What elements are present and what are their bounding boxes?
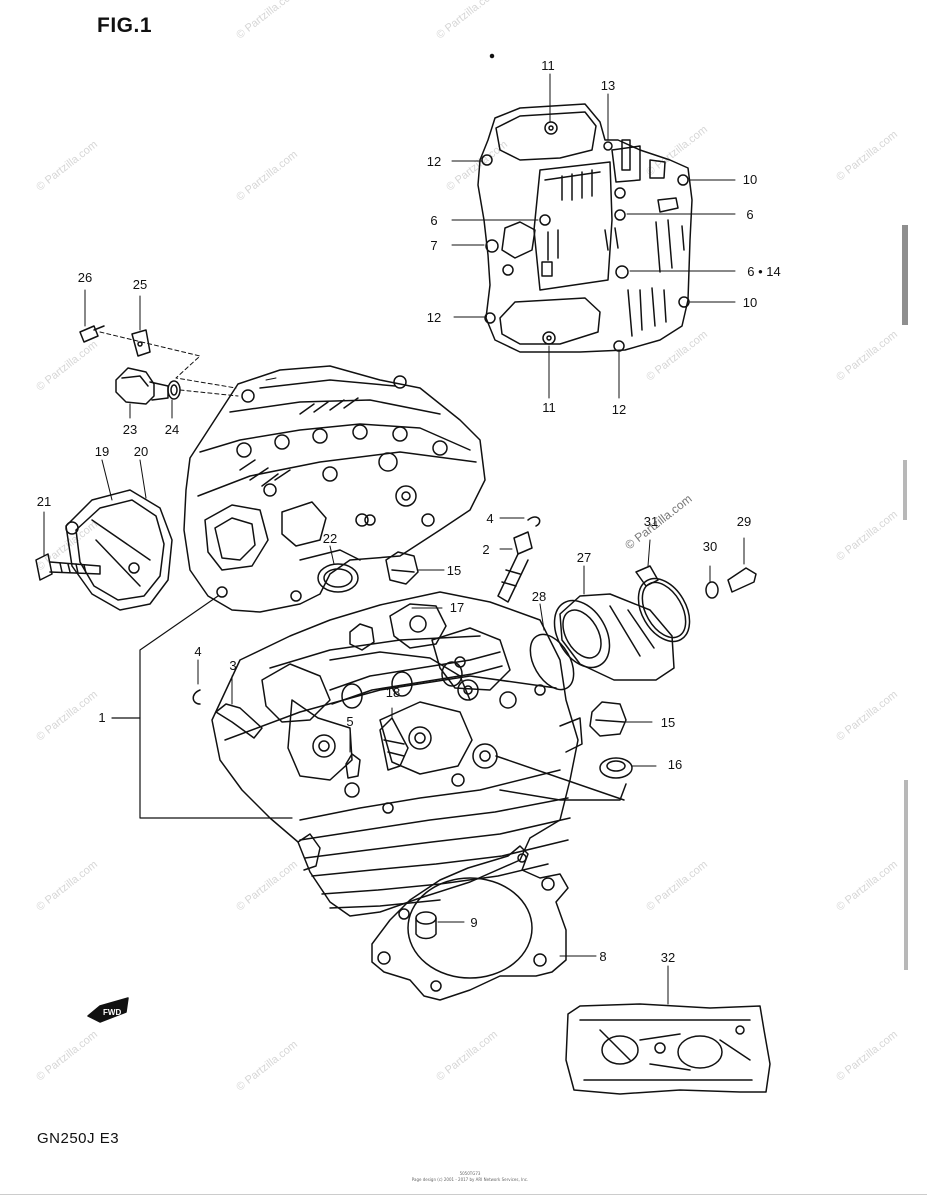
callout-24: 24: [165, 422, 179, 437]
callout-30: 30: [703, 539, 717, 554]
part-stud-3: [215, 675, 263, 739]
callout-6-14: 6 • 14: [747, 264, 780, 279]
callout-15-right: 15: [661, 715, 675, 730]
callout-1: 1: [98, 710, 105, 725]
scan-edge-mark: [0, 1194, 927, 1195]
callout-3: 3: [229, 658, 236, 673]
model-code: GN250J E3: [37, 1130, 120, 1147]
callout-21: 21: [37, 494, 51, 509]
part-oring-28: [529, 603, 575, 691]
fwd-label: FWD: [103, 1008, 121, 1017]
part-washer-16: [599, 757, 657, 779]
callout-2: 2: [482, 542, 489, 557]
cylinder-head-lower: [211, 591, 627, 917]
part-intake-pipe-27: [553, 565, 675, 681]
part-bolt-21: [35, 553, 101, 581]
callout-20: 20: [134, 444, 148, 459]
callout-27: 27: [577, 550, 591, 565]
scan-edge-mark: [904, 780, 908, 970]
callout-25: 25: [133, 277, 147, 292]
callout-18: 18: [386, 685, 400, 700]
part-cover-19-20: [65, 489, 173, 611]
dashed-guide: [179, 389, 239, 397]
part-seal-22: [317, 545, 359, 593]
figure-title: FIG.1: [97, 14, 153, 37]
callout-7: 7: [430, 238, 437, 253]
callout-labels: 1 2 3 4 4 5 6 6 6 • 14 7 8 9 10 10 11 11…: [37, 58, 781, 965]
part-bolt-26: [79, 325, 105, 343]
callout-17: 17: [450, 600, 464, 615]
callout-15-top: 15: [447, 563, 461, 578]
leader-lines-misc: [265, 377, 445, 571]
callout-4-left: 4: [194, 644, 201, 659]
callout-19: 19: [95, 444, 109, 459]
dashed-guide: [99, 331, 237, 389]
part-dowel-9: [415, 911, 465, 940]
callout-8: 8: [599, 949, 606, 964]
callout-10-bottom: 10: [743, 295, 757, 310]
part-washer-30: [705, 565, 719, 599]
callout-13: 13: [601, 78, 615, 93]
callout-4-top: 4: [486, 511, 493, 526]
leader-lines-small: [84, 289, 173, 419]
part-clip-4-left: [192, 659, 201, 705]
part-oring-24: [167, 380, 181, 400]
callout-23: 23: [123, 422, 137, 437]
callout-28: 28: [532, 589, 546, 604]
callout-26: 26: [78, 270, 92, 285]
part-1-bracket: [111, 595, 293, 819]
part-gasket-8: [371, 845, 597, 1001]
callout-12-bottom: 12: [612, 402, 626, 417]
callout-9: 9: [470, 915, 477, 930]
callout-11-top: 11: [541, 58, 555, 73]
part-clip-4: [499, 516, 541, 550]
callout-5: 5: [346, 714, 353, 729]
leader-lines-left: [43, 459, 147, 557]
cylinder-head-cover: [477, 103, 693, 353]
part-clamp-31: [635, 539, 691, 643]
callout-6-right: 6: [746, 207, 753, 222]
scan-edge-mark: [902, 225, 908, 325]
callout-22: 22: [323, 531, 337, 546]
callout-16: 16: [668, 757, 682, 772]
part-bracket-25: [131, 329, 151, 357]
callout-6-left: 6: [430, 213, 437, 228]
part-gasket-set-32: [565, 965, 771, 1095]
fwd-arrow-icon: FWD: [87, 997, 129, 1023]
part-plug-23: [115, 367, 169, 405]
footer-copyright: Page design (c) 2001 - 2017 by ARI Netwo…: [411, 1177, 529, 1182]
callout-31: 31: [644, 514, 658, 529]
part-nut-15-right: [589, 701, 653, 737]
callout-12-left: 12: [427, 310, 441, 325]
callout-10-top: 10: [743, 172, 757, 187]
scan-edge-mark: [903, 460, 907, 520]
callout-29: 29: [737, 514, 751, 529]
leader-lines-cover: [451, 73, 736, 399]
callout-12-top: 12: [427, 154, 441, 169]
part-valve-guide-2: [497, 531, 533, 603]
cylinder-head: [183, 365, 486, 613]
callout-32: 32: [661, 950, 675, 965]
camshaft: [329, 651, 503, 709]
stray-dot: [489, 53, 495, 59]
part-5: [345, 729, 361, 779]
callout-11-bottom: 11: [542, 400, 556, 415]
part-spark-plug-18: [379, 707, 409, 771]
part-screw-29: [727, 537, 757, 593]
footer-code: 5050TG73: [459, 1171, 481, 1176]
